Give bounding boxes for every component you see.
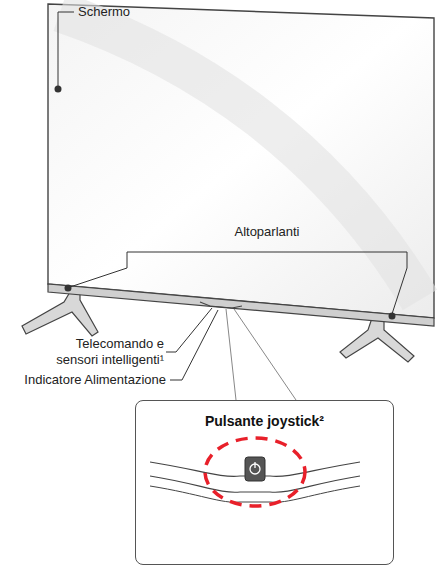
part-label: Schermo bbox=[78, 4, 198, 20]
callout-dot bbox=[55, 86, 62, 93]
callout-box: Pulsante joystick² bbox=[135, 400, 394, 565]
joystick-highlight bbox=[205, 438, 305, 506]
tv-screen bbox=[48, 4, 434, 318]
screen-reflection bbox=[60, 12, 420, 300]
power-button bbox=[245, 457, 265, 481]
callout-title: Pulsante joystick² bbox=[136, 413, 393, 429]
part-label: Indicatore Alimentazione bbox=[0, 372, 166, 388]
callout-dot bbox=[65, 285, 72, 292]
joystick-bump bbox=[200, 302, 242, 308]
callout-dot bbox=[389, 313, 396, 320]
part-label: Telecomando e sensori intelligenti¹ bbox=[34, 336, 164, 368]
stand-right bbox=[340, 318, 414, 362]
part-label: Altoparlanti bbox=[200, 224, 334, 240]
stand-left bbox=[22, 292, 98, 336]
